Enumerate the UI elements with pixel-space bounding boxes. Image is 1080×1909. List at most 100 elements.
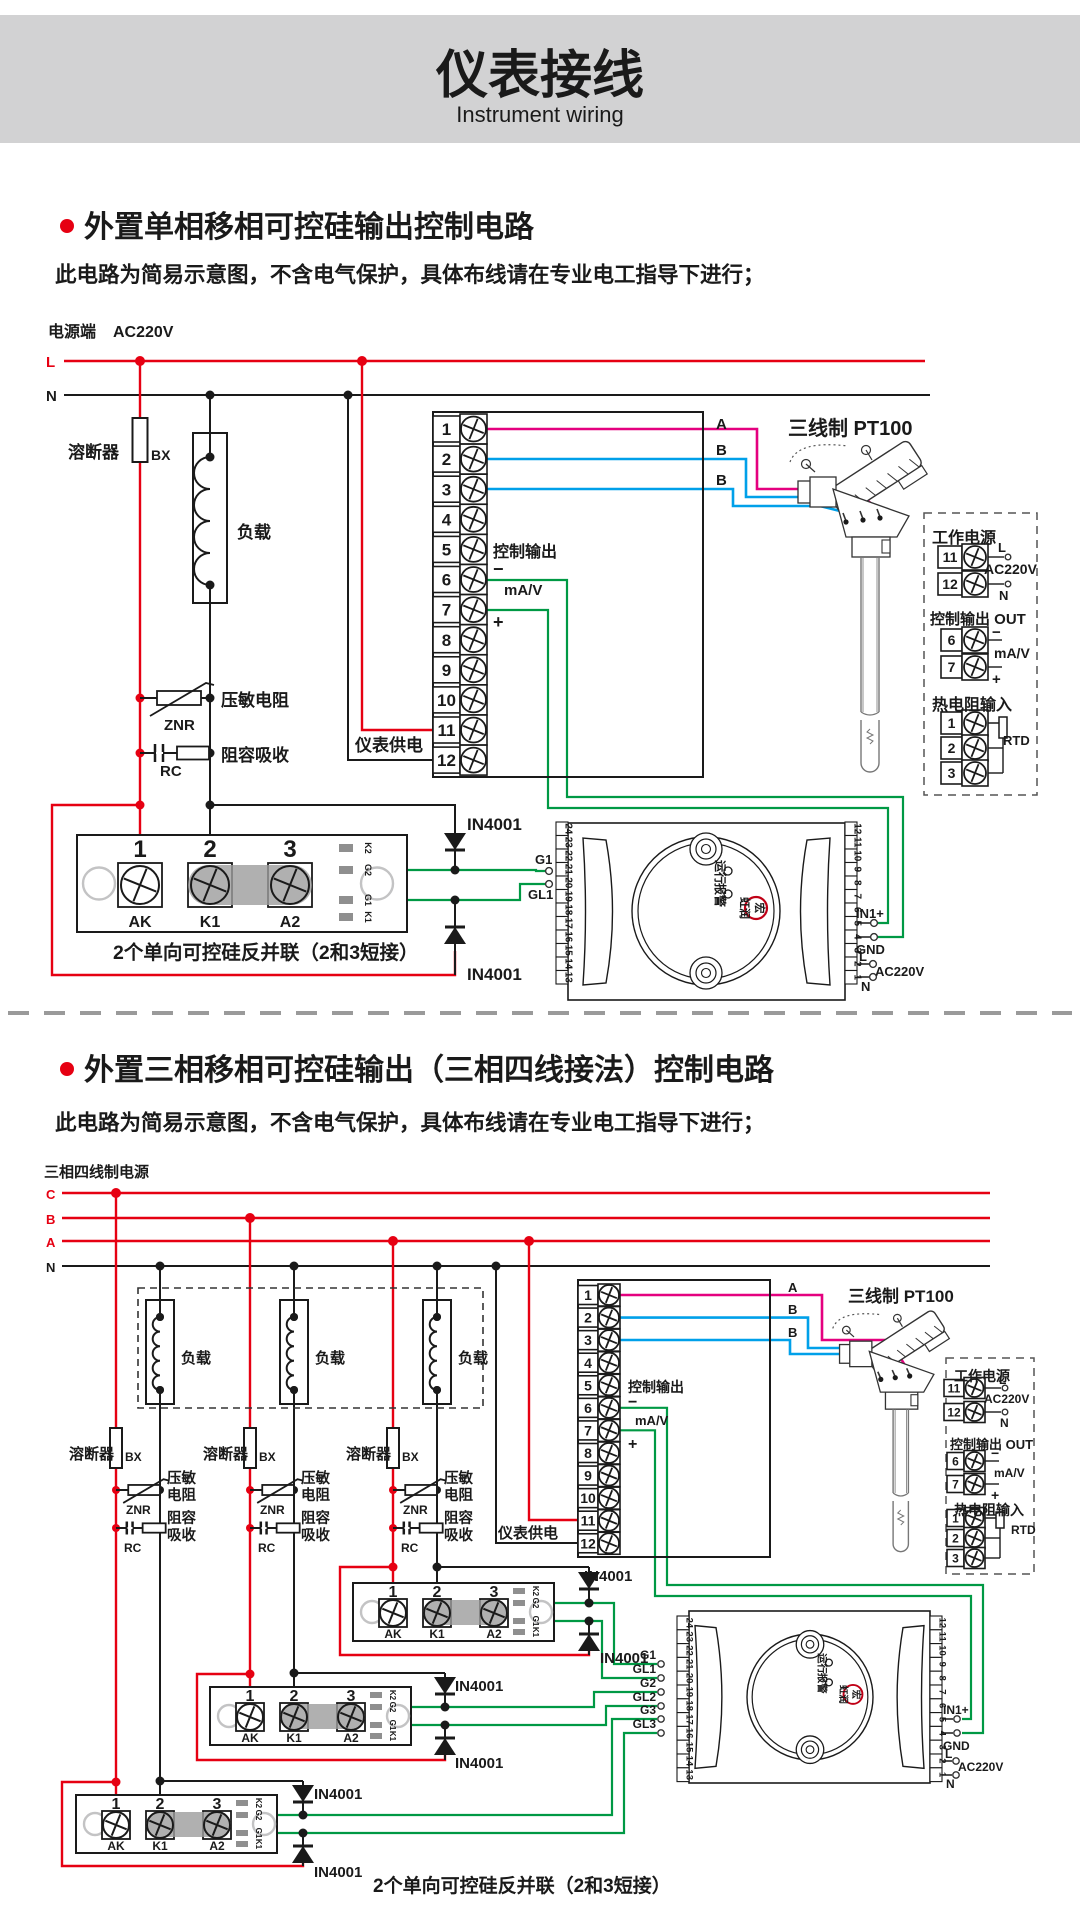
module-terminal <box>117 862 163 908</box>
module-slot-label: G1 <box>531 1616 540 1627</box>
page-title: 仪表接线 <box>435 47 644 105</box>
header-band <box>0 15 1080 143</box>
s1-io-minus: − <box>992 624 1001 641</box>
s1-wire-b1-label: B <box>716 442 727 459</box>
meter-terminal-cell <box>676 1767 690 1783</box>
gate-label: GL2 <box>633 1690 657 1704</box>
bullet-icon <box>60 219 74 233</box>
diode-icon <box>444 833 466 850</box>
terminal-number: 9 <box>442 661 451 680</box>
coil-icon <box>428 1316 438 1391</box>
s1-pt100-title: 三线制 PT100 <box>788 416 912 440</box>
module-slot <box>236 1812 248 1818</box>
terminal-number: 7 <box>952 1477 959 1491</box>
meter-terminal-number: 8 <box>852 880 863 886</box>
meter-terminal-number: 10 <box>936 1645 947 1656</box>
terminal-number: 3 <box>948 765 956 781</box>
module-slot-label: K1 <box>363 911 373 923</box>
screw-icon <box>963 655 987 679</box>
coil-icon <box>151 1316 161 1391</box>
brand-logo <box>842 1684 864 1705</box>
znr-model: ZNR <box>260 1503 285 1517</box>
module-terminal-number: 1 <box>389 1584 398 1601</box>
module-slot <box>339 844 353 852</box>
fuse-icon <box>386 1427 400 1469</box>
terminal-number: 12 <box>947 1405 961 1419</box>
short-bar <box>423 1600 508 1625</box>
terminal-number: 12 <box>580 1535 596 1551</box>
gate-label: G1 <box>640 1648 656 1662</box>
head-fitting <box>809 476 837 508</box>
meter-terminal-number: 14 <box>683 1756 694 1767</box>
meter-terminal-number: 10 <box>852 850 863 862</box>
meter-terminal-number: 6 <box>936 1703 947 1708</box>
s1-znr-model: ZNR <box>164 717 195 734</box>
module-slot <box>339 913 353 921</box>
diode-icon <box>444 927 466 944</box>
module-slot <box>236 1830 248 1836</box>
screw-icon <box>102 1811 130 1839</box>
s1-wire-a-label: A <box>716 416 727 433</box>
screw-icon <box>964 1548 985 1568</box>
terminal-number: 2 <box>948 740 956 756</box>
screw-icon <box>460 596 487 623</box>
s2-meter-l: L <box>945 1747 952 1761</box>
brand-mark: 宏 <box>753 903 767 914</box>
module-terminal-number: 2 <box>433 1584 442 1601</box>
gate-label: GL1 <box>633 1662 657 1676</box>
meter-terminal-number: 3 <box>936 1744 947 1749</box>
rc-icon <box>418 1522 444 1534</box>
screw-boss <box>689 832 723 866</box>
meter-terminal-number: 18 <box>683 1700 694 1711</box>
probe-element <box>865 728 875 745</box>
gate-point <box>657 1729 665 1737</box>
meter-terminal-cell <box>555 969 569 985</box>
screw-icon <box>337 1703 365 1731</box>
meter-terminal-number: 11 <box>936 1632 947 1643</box>
meter-terminal-number: 7 <box>936 1689 947 1694</box>
s1-meter: 242322212019181716151413121110987654321运… <box>555 821 863 1001</box>
terminal-number: 5 <box>584 1377 592 1393</box>
terminal-cell <box>432 415 461 443</box>
screw-icon <box>460 505 487 533</box>
meter-terminal-number: 2 <box>852 961 863 967</box>
s2-io-rtd-title: 热电阻输入 <box>954 1502 1024 1518</box>
s2-note: 此电路为简易示意图，不含电气保护，具体布线请在专业电工指导下进行； <box>55 1110 765 1135</box>
gate-point <box>657 1674 665 1682</box>
s1-io-plus: + <box>992 671 1001 688</box>
page-subtitle: Instrument wiring <box>456 102 624 127</box>
screw-icon <box>460 626 487 654</box>
terminal-number: 2 <box>442 450 451 469</box>
meter-terminal-number: 15 <box>563 945 574 957</box>
bullet2-icon <box>60 1062 74 1076</box>
screw-icon <box>598 1284 620 1306</box>
screw-icon <box>460 445 487 473</box>
s2-minus: − <box>628 1394 637 1411</box>
module-slot <box>513 1600 525 1606</box>
s2-d5-label: IN4001 <box>314 1786 362 1803</box>
meter-terminal-number: 12 <box>936 1618 947 1629</box>
terminal-number: 12 <box>437 751 456 770</box>
screw-icon <box>963 545 987 569</box>
s1-wire-b2-label: B <box>716 472 727 489</box>
terminal-number: 2 <box>952 1531 959 1545</box>
screw-icon <box>964 1378 985 1398</box>
s1-in1-label: IN1+ <box>856 906 884 921</box>
screw-icon <box>460 475 487 503</box>
rc-icon <box>176 745 210 761</box>
meter-terminal-number: 21 <box>683 1659 694 1670</box>
s2-module-caption: 2个单向可控硅反并联（2和3短接） <box>373 1874 671 1897</box>
head-body <box>868 1350 935 1393</box>
terminal-number: 1 <box>442 420 451 439</box>
terminal-number: 1 <box>948 715 956 731</box>
mount-hole <box>81 866 117 901</box>
module-slot-label: K2 <box>363 842 373 854</box>
s2-meter-n: N <box>946 1777 955 1791</box>
gate-label: G3 <box>640 1703 656 1717</box>
run-label: 运行 <box>713 860 728 884</box>
module-pin-label: K1 <box>286 1731 302 1745</box>
alarm-label: 报警 <box>816 1673 829 1694</box>
